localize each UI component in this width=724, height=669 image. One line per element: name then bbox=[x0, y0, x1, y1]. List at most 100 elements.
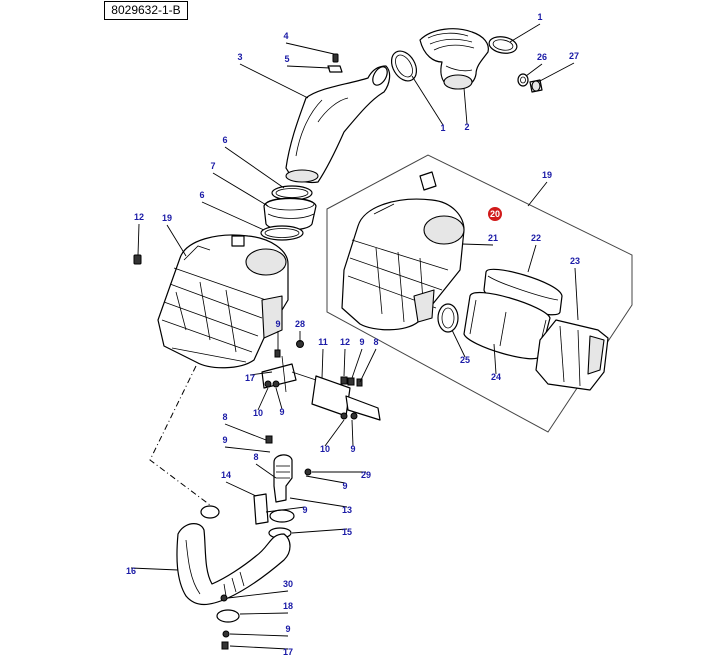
callout-label-c9e[interactable]: 9 bbox=[222, 435, 227, 445]
callout-label-c24[interactable]: 24 bbox=[491, 372, 501, 382]
elbow-hose-part-2[interactable] bbox=[419, 28, 489, 90]
callout-label-c8a[interactable]: 8 bbox=[222, 412, 227, 422]
nut-part-29[interactable] bbox=[304, 468, 312, 476]
callout-label-c8c[interactable]: 8 bbox=[373, 337, 378, 347]
elbow-valve-part-8[interactable] bbox=[273, 454, 293, 503]
bracket-part-14[interactable] bbox=[253, 493, 269, 525]
routing-centerline bbox=[149, 365, 211, 506]
callout-label-c3[interactable]: 3 bbox=[237, 52, 242, 62]
bolt-part-9-a[interactable] bbox=[274, 349, 281, 358]
callout-label-c15[interactable]: 15 bbox=[342, 527, 352, 537]
clamp-part-13[interactable] bbox=[269, 509, 295, 523]
bolt-part-8-a[interactable] bbox=[356, 378, 363, 387]
callout-leader-lines bbox=[130, 23, 579, 650]
callout-label-c9c[interactable]: 9 bbox=[359, 337, 364, 347]
hose-clamp-part-1-left[interactable] bbox=[386, 47, 421, 86]
leader-line-c6a bbox=[224, 146, 285, 189]
cover-part-23[interactable] bbox=[535, 319, 609, 391]
leader-line-c23 bbox=[574, 267, 579, 321]
leader-line-c30 bbox=[227, 590, 289, 599]
clip-part-5[interactable] bbox=[327, 65, 343, 73]
leader-line-c9f bbox=[305, 475, 346, 484]
callout-label-c20[interactable]: 20 bbox=[490, 209, 500, 219]
leader-line-c13 bbox=[289, 497, 348, 508]
bolt-part-12-left[interactable] bbox=[133, 254, 142, 265]
callout-label-c17b[interactable]: 17 bbox=[283, 647, 293, 657]
callout-label-c29[interactable]: 29 bbox=[361, 470, 371, 480]
o-ring-part-26[interactable] bbox=[517, 73, 529, 87]
sleeve-part-7[interactable] bbox=[263, 197, 317, 231]
leader-line-c8c bbox=[359, 348, 377, 383]
callout-label-c30[interactable]: 30 bbox=[283, 579, 293, 589]
leader-line-c6b bbox=[201, 201, 265, 231]
bolt-part-9-b[interactable] bbox=[272, 380, 280, 388]
callout-label-c16[interactable]: 16 bbox=[126, 566, 136, 576]
leader-line-c11 bbox=[321, 348, 324, 379]
hose-clamp-part-1-right[interactable] bbox=[488, 35, 518, 56]
leader-line-c24 bbox=[493, 343, 497, 375]
clamp-part-18[interactable] bbox=[216, 609, 240, 623]
callout-label-c23[interactable]: 23 bbox=[570, 256, 580, 266]
bolt-part-12-right[interactable] bbox=[340, 376, 355, 386]
washer-part-30[interactable] bbox=[220, 594, 228, 602]
bolt-part-8-b[interactable] bbox=[265, 435, 273, 444]
callout-label-c9b[interactable]: 9 bbox=[279, 407, 284, 417]
washer-part-10-b[interactable] bbox=[340, 412, 358, 420]
filter-seal-ring-part-25[interactable] bbox=[437, 303, 459, 333]
air-cleaner-housing-part-21[interactable] bbox=[341, 198, 465, 331]
screw-part-4[interactable] bbox=[332, 53, 339, 63]
callout-label-c10a[interactable]: 10 bbox=[253, 408, 263, 418]
bolt-part-9-c[interactable] bbox=[222, 630, 230, 638]
callout-label-c18[interactable]: 18 bbox=[283, 601, 293, 611]
assembly-group-frame bbox=[326, 154, 633, 433]
callout-label-c14[interactable]: 14 bbox=[221, 470, 231, 480]
callout-label-c9h[interactable]: 9 bbox=[285, 624, 290, 634]
intake-duct-part-3[interactable] bbox=[285, 64, 391, 184]
callout-label-c19b[interactable]: 19 bbox=[542, 170, 552, 180]
leader-line-c9g bbox=[265, 506, 306, 513]
callout-label-c13[interactable]: 13 bbox=[342, 505, 352, 515]
mounting-plate-part-11[interactable] bbox=[291, 371, 381, 421]
small-clamp-lower-part-14[interactable] bbox=[200, 505, 220, 519]
cap-part-27[interactable] bbox=[529, 79, 543, 93]
callout-label-c6a[interactable]: 6 bbox=[222, 135, 227, 145]
callout-label-c2[interactable]: 2 bbox=[464, 122, 469, 132]
callout-label-c26[interactable]: 26 bbox=[537, 52, 547, 62]
callout-label-c9f[interactable]: 9 bbox=[342, 481, 347, 491]
leader-line-c1b bbox=[509, 23, 541, 43]
hose-clamp-part-6-top[interactable] bbox=[271, 185, 313, 201]
callout-label-c27[interactable]: 27 bbox=[569, 51, 579, 61]
leader-line-c8b bbox=[255, 463, 277, 479]
callout-label-c17a[interactable]: 17 bbox=[245, 373, 255, 383]
hose-clamp-part-6-bottom[interactable] bbox=[260, 225, 304, 241]
callout-label-c12a[interactable]: 12 bbox=[134, 212, 144, 222]
callout-label-c9g[interactable]: 9 bbox=[302, 505, 307, 515]
callout-label-c25[interactable]: 25 bbox=[460, 355, 470, 365]
callout-label-c1a[interactable]: 1 bbox=[440, 123, 445, 133]
callout-label-c12b[interactable]: 12 bbox=[340, 337, 350, 347]
leader-line-c9h bbox=[229, 633, 289, 637]
callout-label-c10b[interactable]: 10 bbox=[320, 444, 330, 454]
callout-label-c22[interactable]: 22 bbox=[531, 233, 541, 243]
callout-label-c28[interactable]: 28 bbox=[295, 319, 305, 329]
bolt-part-17-b[interactable] bbox=[221, 641, 229, 650]
leader-line-c22 bbox=[527, 244, 537, 273]
callout-label-c6b[interactable]: 6 bbox=[199, 190, 204, 200]
callout-label-c1b[interactable]: 1 bbox=[537, 12, 542, 22]
washer-part-10-a[interactable] bbox=[264, 380, 272, 388]
callout-label-c11[interactable]: 11 bbox=[318, 337, 328, 347]
hose-part-16[interactable] bbox=[176, 523, 291, 606]
callout-label-c4[interactable]: 4 bbox=[283, 31, 288, 41]
service-indicator-part-20[interactable] bbox=[419, 171, 437, 191]
callout-label-c8b[interactable]: 8 bbox=[253, 452, 258, 462]
callout-label-c9d[interactable]: 9 bbox=[350, 444, 355, 454]
callout-label-c9a[interactable]: 9 bbox=[275, 319, 280, 329]
air-cleaner-assembly-part-19[interactable] bbox=[157, 234, 289, 369]
callout-label-c19a[interactable]: 19 bbox=[162, 213, 172, 223]
callout-label-c5[interactable]: 5 bbox=[284, 54, 289, 64]
leader-line-c17b bbox=[229, 645, 289, 650]
callout-label-c21[interactable]: 21 bbox=[488, 233, 498, 243]
callout-label-c7[interactable]: 7 bbox=[210, 161, 215, 171]
flagged-callout-marker bbox=[488, 207, 502, 221]
